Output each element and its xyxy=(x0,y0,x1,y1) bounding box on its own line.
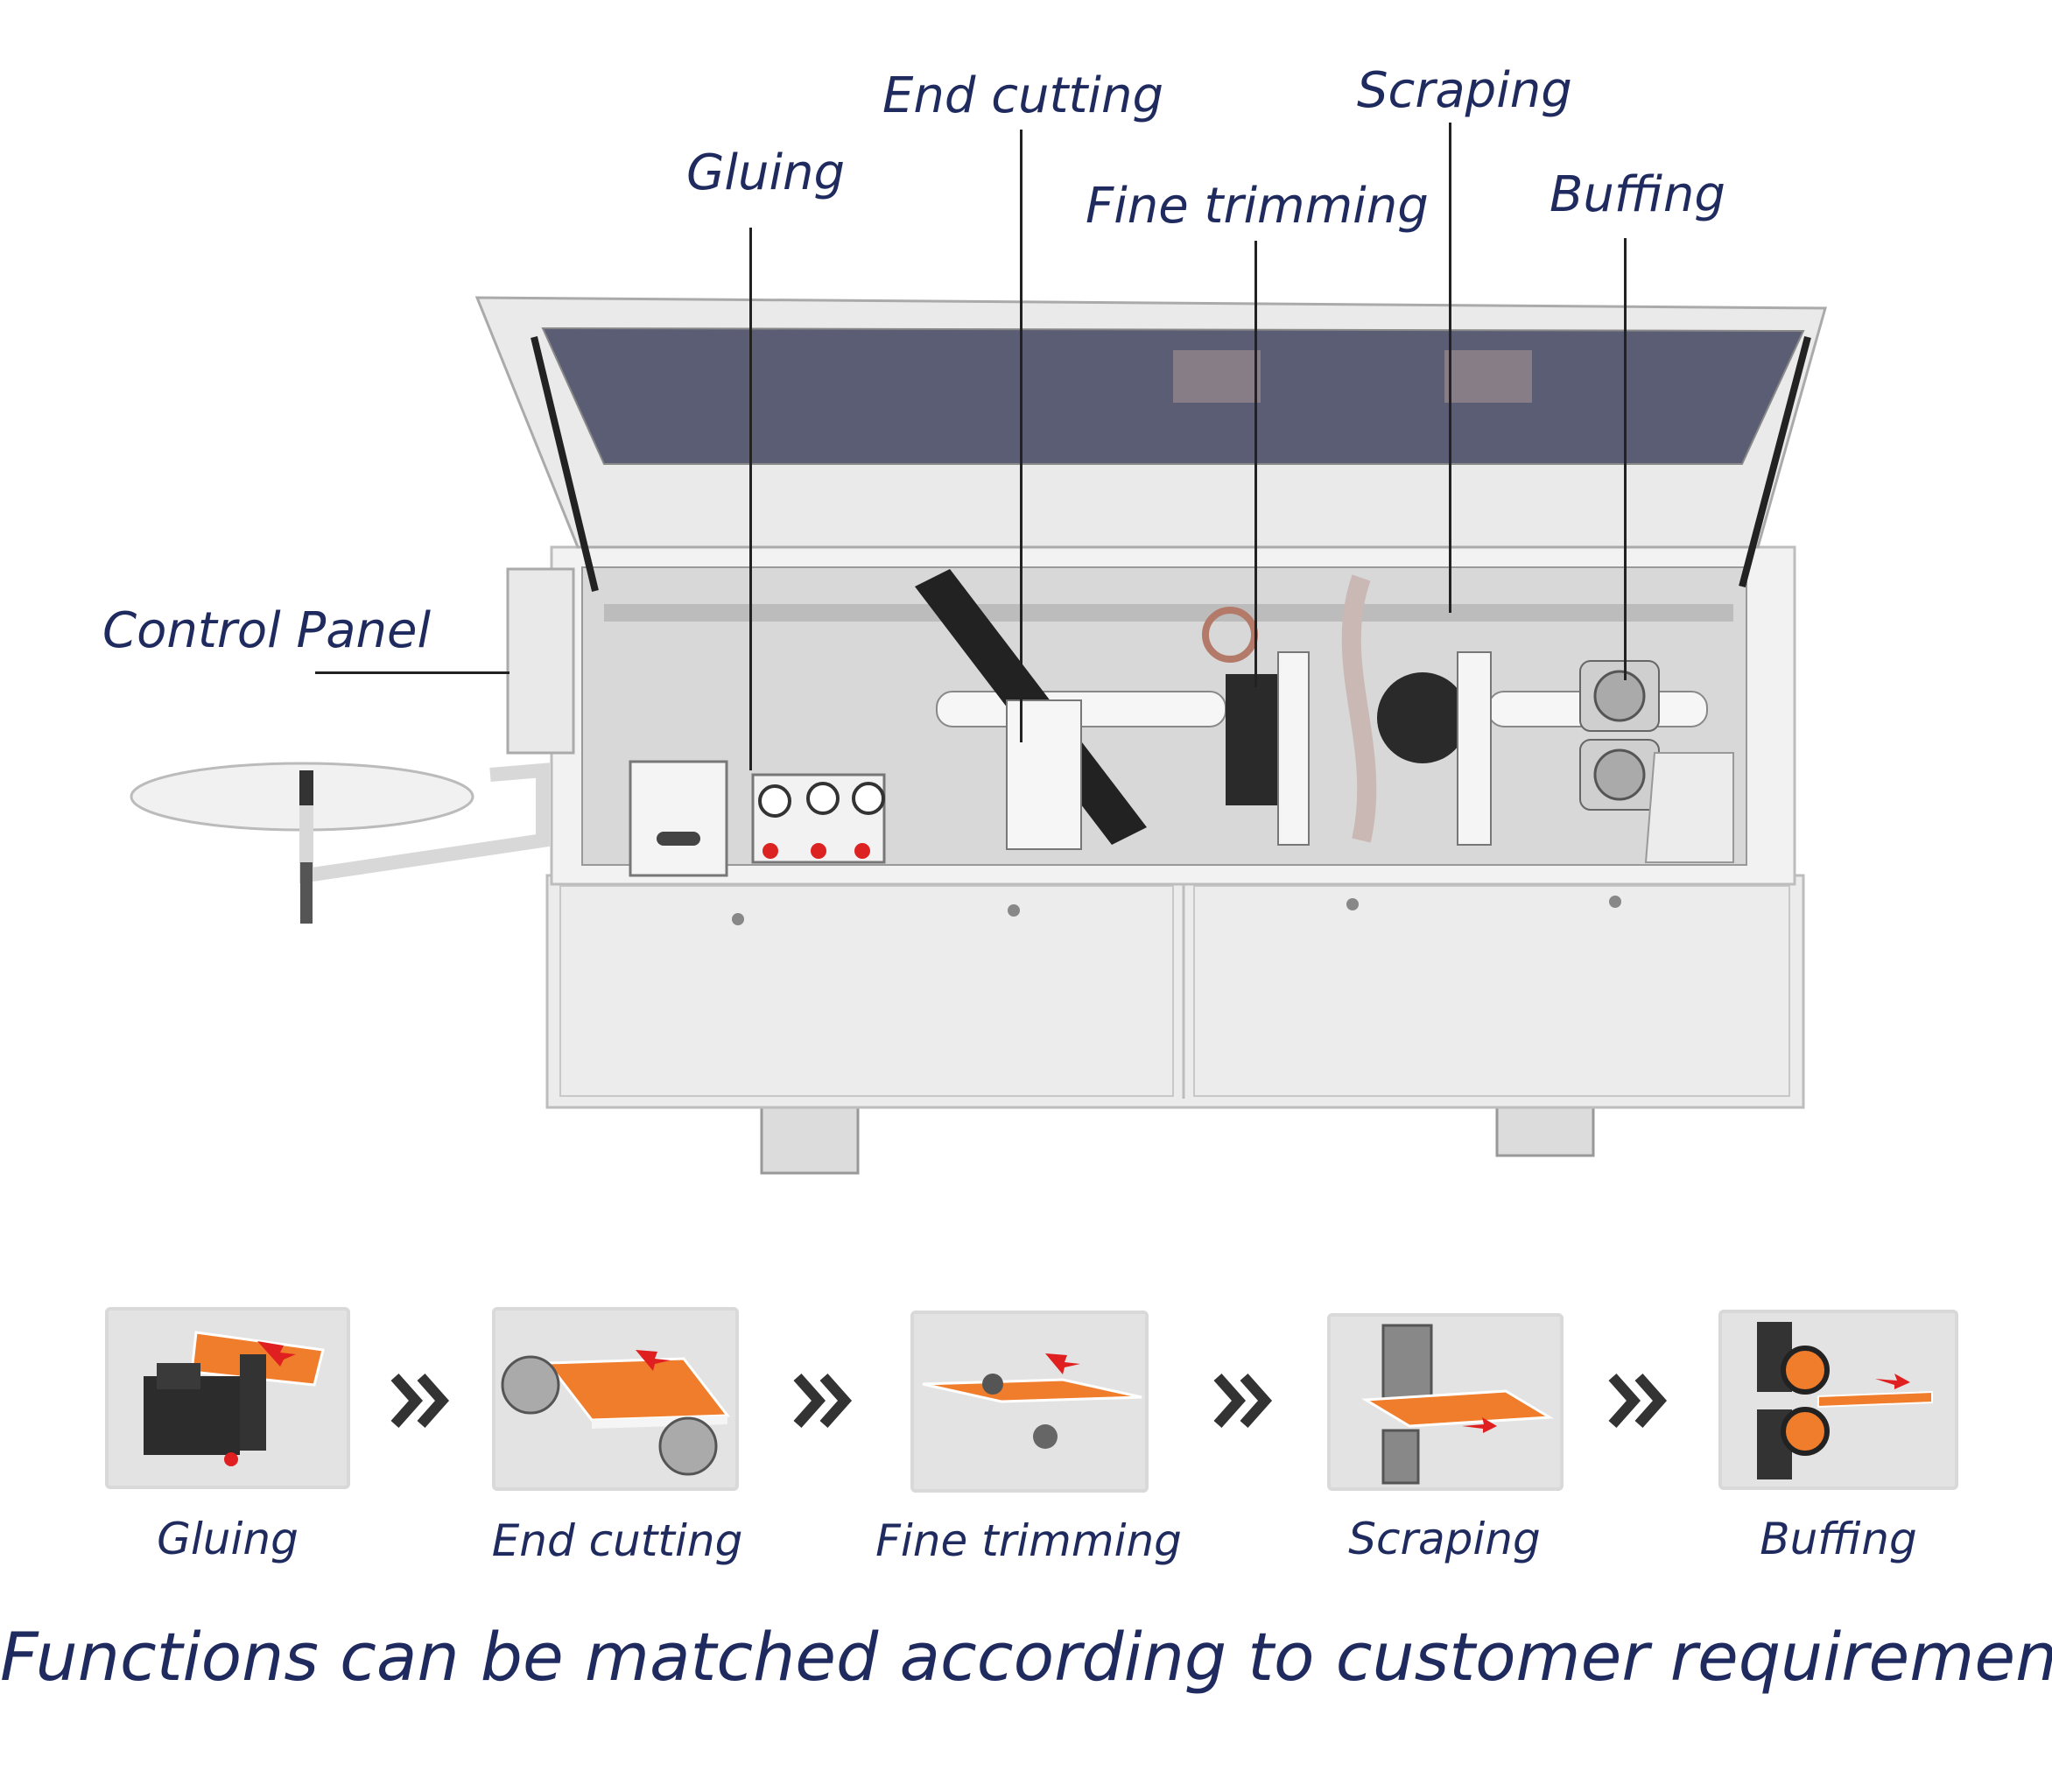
leader-scraping xyxy=(1449,123,1451,613)
leader-gluing xyxy=(749,228,752,770)
step-end-cutting-label: End cutting xyxy=(491,1515,743,1566)
callout-control-panel: Control Panel xyxy=(102,602,432,659)
footer-caption: Functions can be matched according to cu… xyxy=(0,1618,2052,1696)
edge-banding-machine-illustration xyxy=(130,296,1827,1175)
step-end-cutting-image xyxy=(492,1307,739,1491)
leader-control-panel xyxy=(315,671,509,674)
leader-fine-trimming xyxy=(1254,241,1257,687)
step-buffing-label: Buffing xyxy=(1760,1514,1917,1564)
step-fine-trimming-image xyxy=(910,1311,1149,1493)
callout-fine-trimming: Fine trimming xyxy=(1086,178,1429,235)
callout-end-cutting: End cutting xyxy=(882,67,1164,124)
double-chevron-right-icon xyxy=(1213,1374,1273,1428)
step-buffing-image xyxy=(1718,1310,1958,1490)
step-gluing-image xyxy=(105,1307,350,1489)
fine-trimming-unit xyxy=(1226,674,1278,805)
callout-scraping: Scraping xyxy=(1357,62,1572,119)
callout-gluing: Gluing xyxy=(686,144,846,201)
machine-lower-cabinet xyxy=(545,874,1805,1109)
scraping-unit xyxy=(1377,672,1468,763)
leader-buffing xyxy=(1624,238,1627,680)
step-scraping-image xyxy=(1327,1313,1564,1491)
step-fine-trimming-label: Fine trimming xyxy=(875,1515,1182,1566)
double-chevron-right-icon xyxy=(1608,1374,1668,1428)
callout-buffing: Buffing xyxy=(1550,166,1725,223)
step-scraping-label: Scraping xyxy=(1348,1514,1541,1564)
leader-end-cutting xyxy=(1020,130,1022,742)
control-panel-box xyxy=(506,567,575,755)
double-chevron-right-icon xyxy=(793,1374,853,1428)
step-gluing-label: Gluing xyxy=(157,1514,299,1564)
gluing-unit xyxy=(629,760,728,877)
double-chevron-right-icon xyxy=(390,1374,450,1428)
